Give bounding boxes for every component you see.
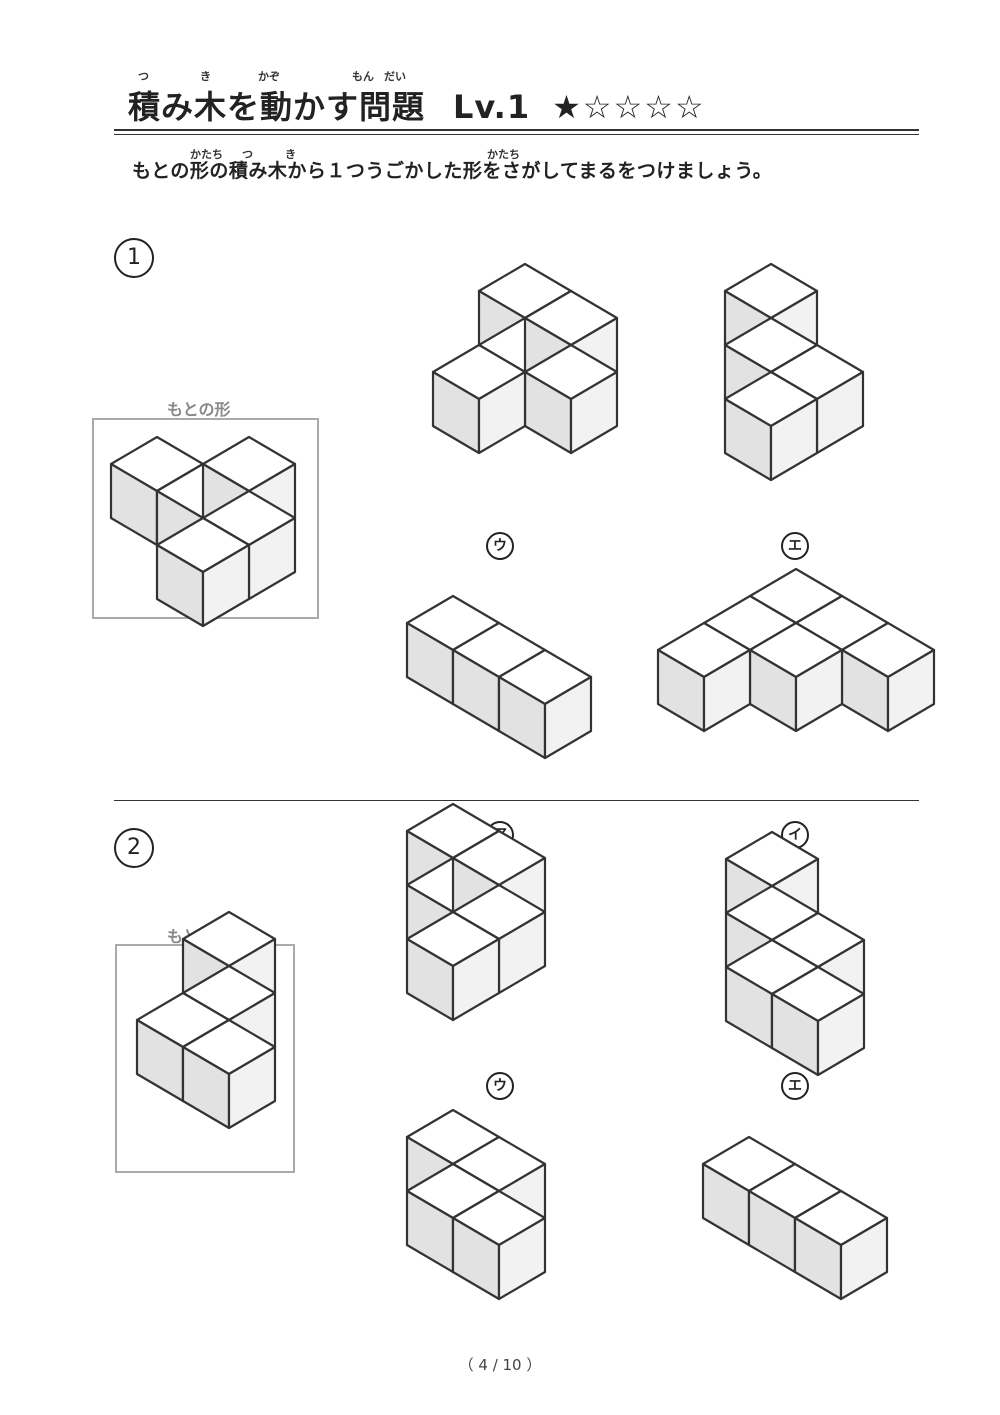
figure-1-e xyxy=(656,567,936,733)
figure-1-a xyxy=(431,262,619,455)
cube-block xyxy=(770,965,866,1077)
figure-2-e xyxy=(701,1135,889,1301)
level-label: Lv.1 xyxy=(453,88,531,126)
ruby-kazo: かぞ xyxy=(258,70,280,83)
cube-block xyxy=(431,343,527,455)
cube-block xyxy=(840,621,936,733)
title-text: 積み木を動かす問題 xyxy=(128,88,426,126)
cube-block xyxy=(656,621,752,733)
ruby-tsu: つ xyxy=(138,70,149,83)
option-2-u[interactable]: ウ xyxy=(486,1072,514,1100)
problem-number-1: 1 xyxy=(114,238,154,278)
ruby-tsu-2: つ xyxy=(242,148,253,161)
problem-number-2: 2 xyxy=(114,828,154,868)
cube-block xyxy=(723,370,819,482)
figure-1-i xyxy=(723,262,865,482)
title-rule-thin xyxy=(114,134,919,135)
cube-block xyxy=(451,1189,547,1301)
cube-block xyxy=(748,621,844,733)
cube-block xyxy=(155,516,251,628)
figure-2-original xyxy=(135,910,277,1130)
title-rule-thick xyxy=(114,129,919,131)
option-1-u[interactable]: ウ xyxy=(486,532,514,560)
option-2-e[interactable]: エ xyxy=(781,1072,809,1100)
ruby-mon: もん xyxy=(352,70,374,83)
cube-block xyxy=(793,1189,889,1301)
ruby-katachi-1: かたち xyxy=(190,148,223,161)
original-label-1: もとの形 xyxy=(167,400,231,419)
cube-block xyxy=(181,1018,277,1130)
ruby-ki: き xyxy=(200,70,211,83)
page-title: 積み木を動かす問題 Lv.1 ★☆☆☆☆ xyxy=(128,82,706,128)
figure-1-original xyxy=(109,435,297,628)
ruby-dai: だい xyxy=(384,70,406,83)
problem-separator xyxy=(114,800,919,801)
cube-block xyxy=(405,910,501,1022)
difficulty-stars: ★☆☆☆☆ xyxy=(552,88,706,126)
option-1-e[interactable]: エ xyxy=(781,532,809,560)
cube-block xyxy=(497,648,593,760)
instruction-text: もとの形の積み木から１つうごかした形をさがしてまるをつけましょう。 xyxy=(132,160,773,182)
figure-1-u xyxy=(405,594,593,760)
ruby-katachi-2: かたち xyxy=(487,148,520,161)
cube-block xyxy=(523,343,619,455)
figure-2-i xyxy=(724,830,866,1077)
figure-2-a xyxy=(405,802,547,1022)
ruby-ki-2: き xyxy=(285,148,296,161)
page-number: （ 4 / 10 ） xyxy=(458,1356,542,1374)
figure-2-u xyxy=(405,1108,547,1301)
